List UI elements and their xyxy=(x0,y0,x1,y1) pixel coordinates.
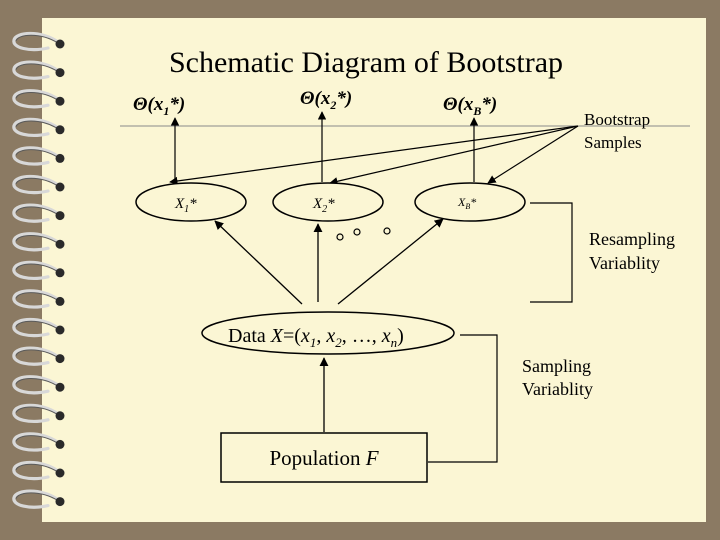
binding-ring xyxy=(12,89,65,109)
binding-ring xyxy=(12,60,65,80)
bootstrap-samples-label-1: Bootstrap xyxy=(584,110,650,129)
binding-ring xyxy=(12,346,65,366)
binding-ring xyxy=(12,31,65,52)
sample-ellipse-b xyxy=(414,182,526,222)
spiral-binding xyxy=(12,31,65,509)
ellipsis-dot-2 xyxy=(353,228,361,236)
sampling-label-1: Sampling xyxy=(522,356,591,376)
population-label: Population F xyxy=(269,446,378,470)
theta-label-1: Θ(x1*) xyxy=(133,94,185,118)
page-title: Schematic Diagram of Bootstrap xyxy=(169,46,563,79)
binding-ring xyxy=(12,317,65,338)
binding-ring xyxy=(12,260,65,280)
bootstrap-samples-label-2: Samples xyxy=(584,133,642,152)
binding-ring xyxy=(12,460,65,481)
theta-label-2: Θ(x2*) xyxy=(300,88,352,112)
binding-ring xyxy=(12,403,65,423)
ellipsis-dot-3 xyxy=(383,227,391,235)
pointer-arrow-1 xyxy=(169,125,579,186)
sample-label-1: X1* xyxy=(174,196,197,215)
data-ellipse xyxy=(201,311,455,355)
sampling-bracket xyxy=(428,334,498,463)
binding-ring xyxy=(12,203,65,223)
binding-ring xyxy=(12,375,65,395)
arrow-data-x1 xyxy=(214,220,303,305)
binding-ring xyxy=(12,489,65,509)
binding-ring xyxy=(12,174,65,195)
sampling-label-2: Variablity xyxy=(522,379,593,399)
resampling-bracket xyxy=(530,202,573,303)
sample-label-b: XB* xyxy=(457,195,476,211)
binding-ring xyxy=(12,146,65,166)
sample-ellipse-2 xyxy=(272,182,384,222)
population-box xyxy=(220,432,428,483)
sample-ellipse-1 xyxy=(135,182,247,222)
arrow-data-xb xyxy=(337,218,444,305)
data-label: Data X=(x1, x2, …, xn) xyxy=(228,325,404,350)
resampling-label-1: Resampling xyxy=(589,229,675,249)
pointer-arrow-3 xyxy=(487,125,579,184)
ellipsis-dot-1 xyxy=(336,233,344,241)
binding-ring xyxy=(12,232,65,252)
resampling-label-2: Variablity xyxy=(589,253,660,273)
binding-ring xyxy=(12,289,65,309)
theta-label-b: Θ(xB*) xyxy=(443,94,497,118)
pointer-arrow-2 xyxy=(329,125,579,186)
binding-ring xyxy=(12,117,65,137)
binding-ring xyxy=(12,432,65,452)
sample-label-2: X2* xyxy=(312,196,335,215)
